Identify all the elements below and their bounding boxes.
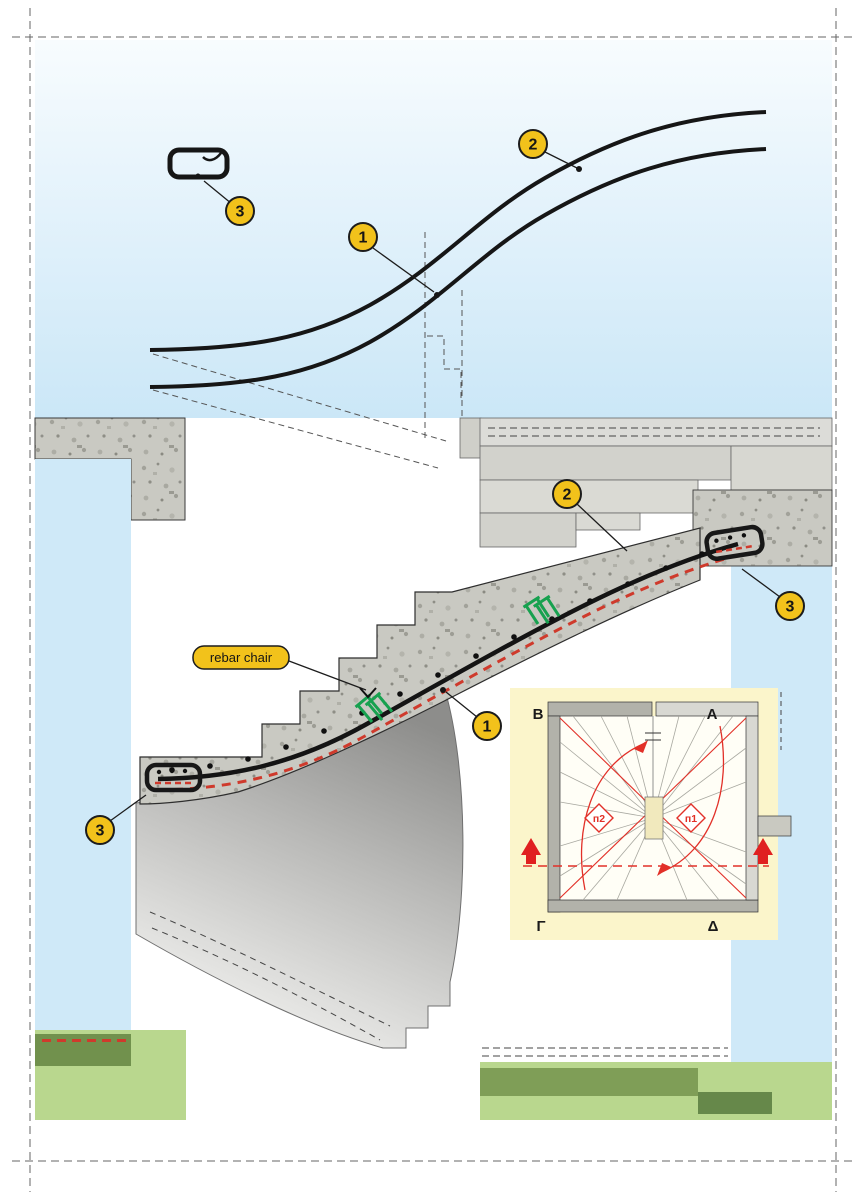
trim-marks [12,8,853,1192]
corner-label-bottom-right: Δ [708,918,719,935]
rebar-main-bar [157,541,739,782]
callout-label: 1 [483,719,492,736]
walking-lines [580,725,725,891]
right-beam-concrete [692,489,833,567]
rebar-chair-symbol [359,687,377,699]
flight-marker-text: п2 [593,813,605,825]
callout-label: 3 [96,823,105,840]
hidden-edge-dashes-bottom [482,1047,728,1057]
rebar-chair-label: rebar chair [192,645,377,699]
shell-hidden-edges [149,911,391,1041]
rebar-lower-layer-red [157,553,739,792]
profile-view: 3 2 1 [35,40,832,469]
section-arrow-left [521,838,541,864]
inset-plan: п2 п1 Β Α Γ Δ [510,688,792,940]
ground-left [35,1030,186,1120]
rebar-bottom-bar-profile [149,147,767,389]
inset-walls [547,701,792,913]
corner-label-top-right: Α [707,706,718,723]
flight-marker-right: п1 [676,803,706,833]
callout-label: 3 [786,599,795,616]
stirrup-detail-icon [167,147,230,180]
left-end-stirrup [144,762,203,793]
callout-label: 2 [529,137,538,154]
callout-3-stirrup-detail: 3 [203,180,255,226]
callout-3-section-right: 3 [741,568,805,621]
newel-post [644,796,664,840]
callout-1-profile: 1 [348,222,440,298]
callout-label: 3 [236,204,245,221]
landing-blocks [459,417,833,548]
callout-3-section-left: 3 [85,794,147,845]
section-view: rebar chair 2 3 1 3 [34,417,833,1120]
callout-label: 1 [359,230,368,247]
right-end-stirrup [704,524,765,562]
section-break-mark [645,732,661,741]
sky-panel [35,40,832,418]
callout-2-section: 2 [552,479,628,552]
section-arrow-right [753,838,773,864]
callout-1-section: 1 [440,687,502,741]
callout-2-profile: 2 [518,129,582,172]
stair-flight-concrete [139,527,701,805]
corner-label-bottom-left: Γ [536,918,545,935]
rebar-top-bar-profile [149,110,767,352]
flight-marker-text: п1 [685,813,697,825]
hidden-edge-dashes-top [488,427,820,437]
flight-marker-left: п2 [584,803,614,833]
left-wall-blue [35,459,131,1032]
corner-label-top-left: Β [533,706,544,723]
callout-label: 2 [563,487,572,504]
ground-right [480,1062,832,1120]
rebar-chair-text: rebar chair [210,650,273,665]
stirrup-symbol-upper [522,594,561,625]
